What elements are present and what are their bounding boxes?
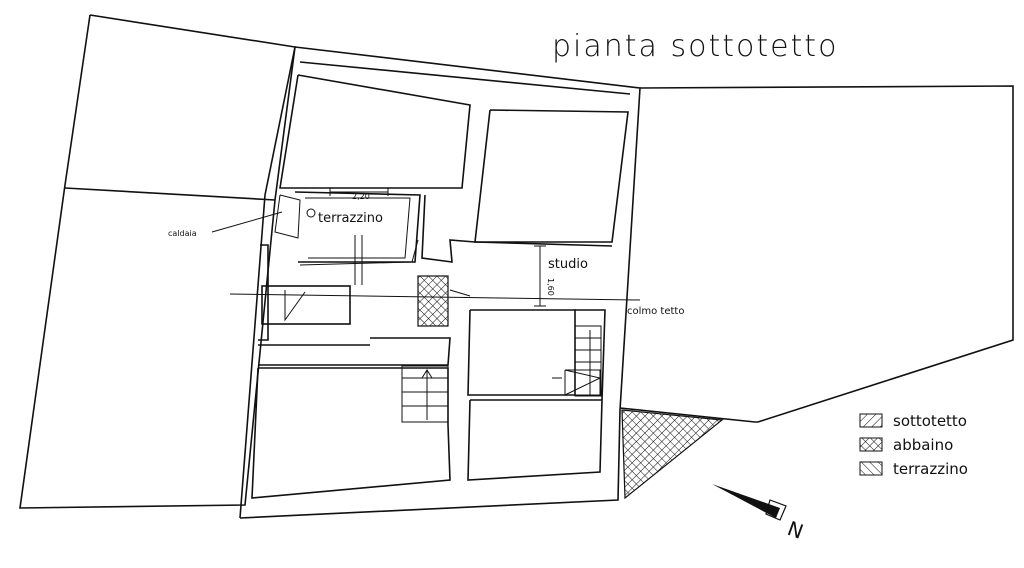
study-room: 1,60 studio — [534, 245, 588, 307]
north-arrow-icon: N — [712, 484, 807, 544]
legend-label-terrazzino: terrazzino — [893, 460, 968, 478]
left-stair-block — [261, 285, 351, 325]
lower-left-room — [251, 367, 451, 499]
legend-swatch-sottotetto — [859, 413, 883, 428]
right-stair — [552, 325, 602, 397]
dormer-hatch — [417, 275, 449, 327]
study-label: studio — [548, 257, 588, 272]
north-letter: N — [784, 516, 806, 544]
terrace-width-dimension: 2,20 — [352, 192, 370, 201]
ridge-line: colmo tetto — [229, 289, 684, 317]
legend: sottotetto abbaino terrazzino — [859, 412, 968, 478]
page-title: pianta sottotetto — [552, 29, 838, 64]
terrace-area: 2,20 terrazzino — [294, 188, 421, 285]
boiler-niche: caldaia — [168, 194, 316, 239]
boiler-label: caldaia — [168, 229, 197, 238]
ridge-label: colmo tetto — [627, 306, 684, 317]
building-walls — [239, 46, 641, 519]
upper-left-room — [279, 74, 471, 189]
lower-left-stair — [401, 365, 449, 423]
legend-label-abbaino: abbaino — [893, 436, 953, 454]
terrace-hatch — [621, 409, 724, 500]
right-neighbour-outline — [619, 85, 1014, 423]
legend-swatch-terrazzino — [859, 461, 883, 476]
central-partitions — [258, 194, 613, 401]
terrace-label: terrazzino — [318, 211, 383, 226]
lower-right-room — [467, 399, 603, 481]
left-neighbour-outline — [19, 14, 296, 509]
study-height-dimension: 1,60 — [546, 278, 555, 296]
legend-swatch-abbaino — [859, 437, 883, 452]
upper-right-room — [474, 109, 629, 243]
legend-label-sottotetto: sottotetto — [893, 412, 967, 430]
